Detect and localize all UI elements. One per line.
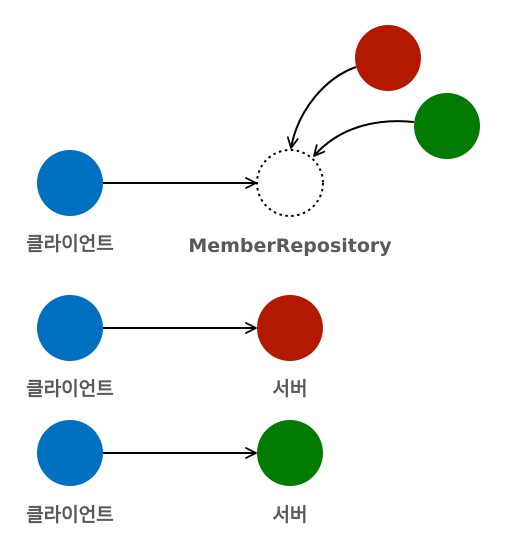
server-node-green bbox=[257, 420, 323, 486]
repository-label: MemberRepository bbox=[188, 235, 392, 257]
client-label-middle: 클라이언트 bbox=[26, 378, 113, 400]
server-label-middle: 서버 bbox=[273, 378, 308, 400]
client-node-middle bbox=[37, 295, 103, 361]
arrow-red-server-to-repository bbox=[287, 66, 357, 149]
client-node-bottom bbox=[37, 420, 103, 486]
member-repository-node bbox=[256, 149, 324, 217]
server-label-bottom: 서버 bbox=[273, 504, 308, 526]
server-node-red bbox=[257, 295, 323, 361]
server-node-green-top bbox=[414, 93, 480, 159]
client-label-top: 클라이언트 bbox=[26, 233, 113, 255]
arrow-green-server-to-repository bbox=[313, 120, 415, 157]
client-label-bottom: 클라이언트 bbox=[26, 504, 113, 526]
server-node-red-top bbox=[355, 25, 421, 91]
client-node-top bbox=[37, 150, 103, 216]
